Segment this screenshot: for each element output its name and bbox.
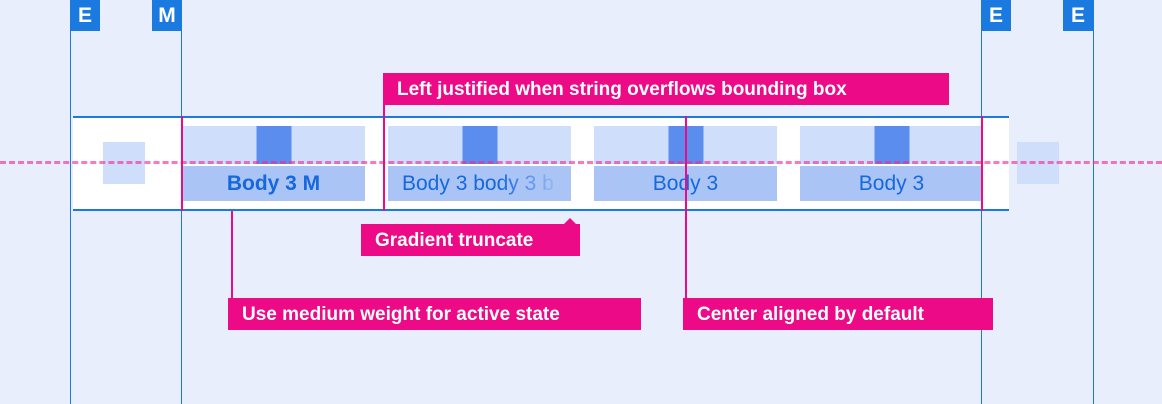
badge-label: E (1070, 4, 1085, 27)
tab-item-1[interactable]: Body 3 M (182, 126, 365, 201)
guide-left-outer (70, 0, 71, 404)
guide-right-outer (1093, 0, 1094, 404)
connector-tab1-left-edge (181, 116, 183, 211)
connector-center-aligned (685, 116, 687, 308)
tab-icon-zone (388, 126, 571, 164)
connector-medium-weight (231, 211, 233, 309)
tab-text-bar: Body 3 body 3 b (388, 166, 571, 201)
square-icon (256, 126, 291, 164)
annotation-medium-weight: Use medium weight for active state (228, 298, 641, 330)
annotation-center-aligned: Center aligned by default (683, 298, 993, 330)
square-icon (462, 126, 497, 164)
tab-text-bar: Body 3 M (182, 166, 365, 201)
annotation-gradient-truncate: Gradient truncate (361, 218, 580, 256)
annotation-text: Use medium weight for active state (242, 303, 560, 325)
badge-label: E (77, 4, 92, 27)
square-icon (874, 126, 909, 164)
badge-label: E (988, 4, 1003, 27)
connector-right-edge (981, 116, 983, 211)
badge-m-left-2: M (152, 0, 182, 31)
tab-icon-zone (800, 126, 983, 164)
badge-e-left-1: E (70, 0, 100, 31)
tab-text-bar: Body 3 (800, 166, 983, 201)
callout-notch-icon (564, 218, 576, 224)
connector-left-justified (383, 105, 385, 211)
vertical-center-guideline (0, 161, 1162, 164)
annotation-text: Center aligned by default (697, 303, 924, 325)
annotation-left-justified: Left justified when string overflows bou… (383, 73, 949, 105)
badge-label: M (158, 4, 176, 27)
tab-item-label: Body 3 body 3 b (402, 172, 554, 195)
badge-e-right-2: E (1063, 0, 1093, 31)
tab-item-label: Body 3 (858, 172, 925, 195)
tab-item-label: Body 3 M (226, 172, 321, 195)
tab-item-4[interactable]: Body 3 (800, 126, 983, 201)
tab-item-2[interactable]: Body 3 body 3 b (388, 126, 571, 201)
annotation-text: Gradient truncate (375, 229, 534, 251)
tab-icon-zone (182, 126, 365, 164)
badge-e-right-1: E (981, 0, 1011, 31)
annotation-text: Left justified when string overflows bou… (397, 78, 847, 100)
